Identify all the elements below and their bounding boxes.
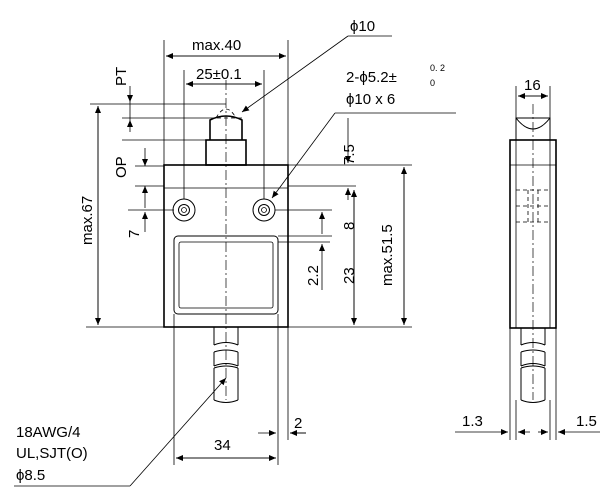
mounting-hole-left [172, 198, 196, 222]
front-dimensions: max.40 25±0.1 PT OP 7 max.67 [79, 37, 412, 465]
callout-mount-holes: 2-ϕ5.2± [346, 69, 397, 86]
dim-7-5: 7.5 [341, 144, 358, 165]
dim-body-max: max.51.5 [379, 224, 396, 286]
dim-op: OP [113, 156, 130, 178]
callouts: ϕ10 2-ϕ5.2± 0. 2 0 ϕ10 x 6 18AWG/4 UL,SJ… [14, 18, 456, 487]
dim-height-max: max.67 [79, 196, 96, 245]
side-view [509, 104, 557, 403]
front-view [163, 80, 289, 403]
dim-width-max: max.40 [192, 37, 241, 54]
mount-holes-tol-sign: ± [389, 69, 397, 86]
callout-mount-holes-spotface: ϕ10 x 6 [346, 91, 395, 108]
dim-8: 8 [341, 222, 358, 230]
mount-holes-tol-lower: 0 [430, 78, 435, 88]
dim-2: 2 [294, 415, 302, 432]
dim-1-5: 1.5 [576, 413, 597, 430]
dim-16: 16 [524, 77, 541, 94]
dim-1-3: 1.3 [462, 413, 483, 430]
dim-23: 23 [341, 267, 358, 284]
side-dimensions: 16 1.3 1.5 [455, 77, 600, 440]
dim-7: 7 [126, 230, 143, 238]
mounting-hole-right [252, 198, 276, 222]
dim-2-2: 2.2 [305, 265, 322, 286]
cable [213, 327, 239, 403]
callout-cable-type: UL,SJT(O) [16, 445, 88, 462]
mount-holes-tol-upper: 0. 2 [430, 63, 445, 73]
callout-cable-dia: ϕ8.5 [16, 467, 45, 484]
dim-pt: PT [113, 67, 130, 86]
mount-holes-prefix: 2-ϕ5.2 [346, 69, 389, 86]
dim-pitch: 25±0.1 [196, 66, 242, 83]
callout-cable-awg: 18AWG/4 [16, 424, 80, 441]
dim-34: 34 [214, 437, 231, 454]
callout-plunger-dia: ϕ10 [350, 18, 375, 35]
side-cable [520, 328, 546, 403]
